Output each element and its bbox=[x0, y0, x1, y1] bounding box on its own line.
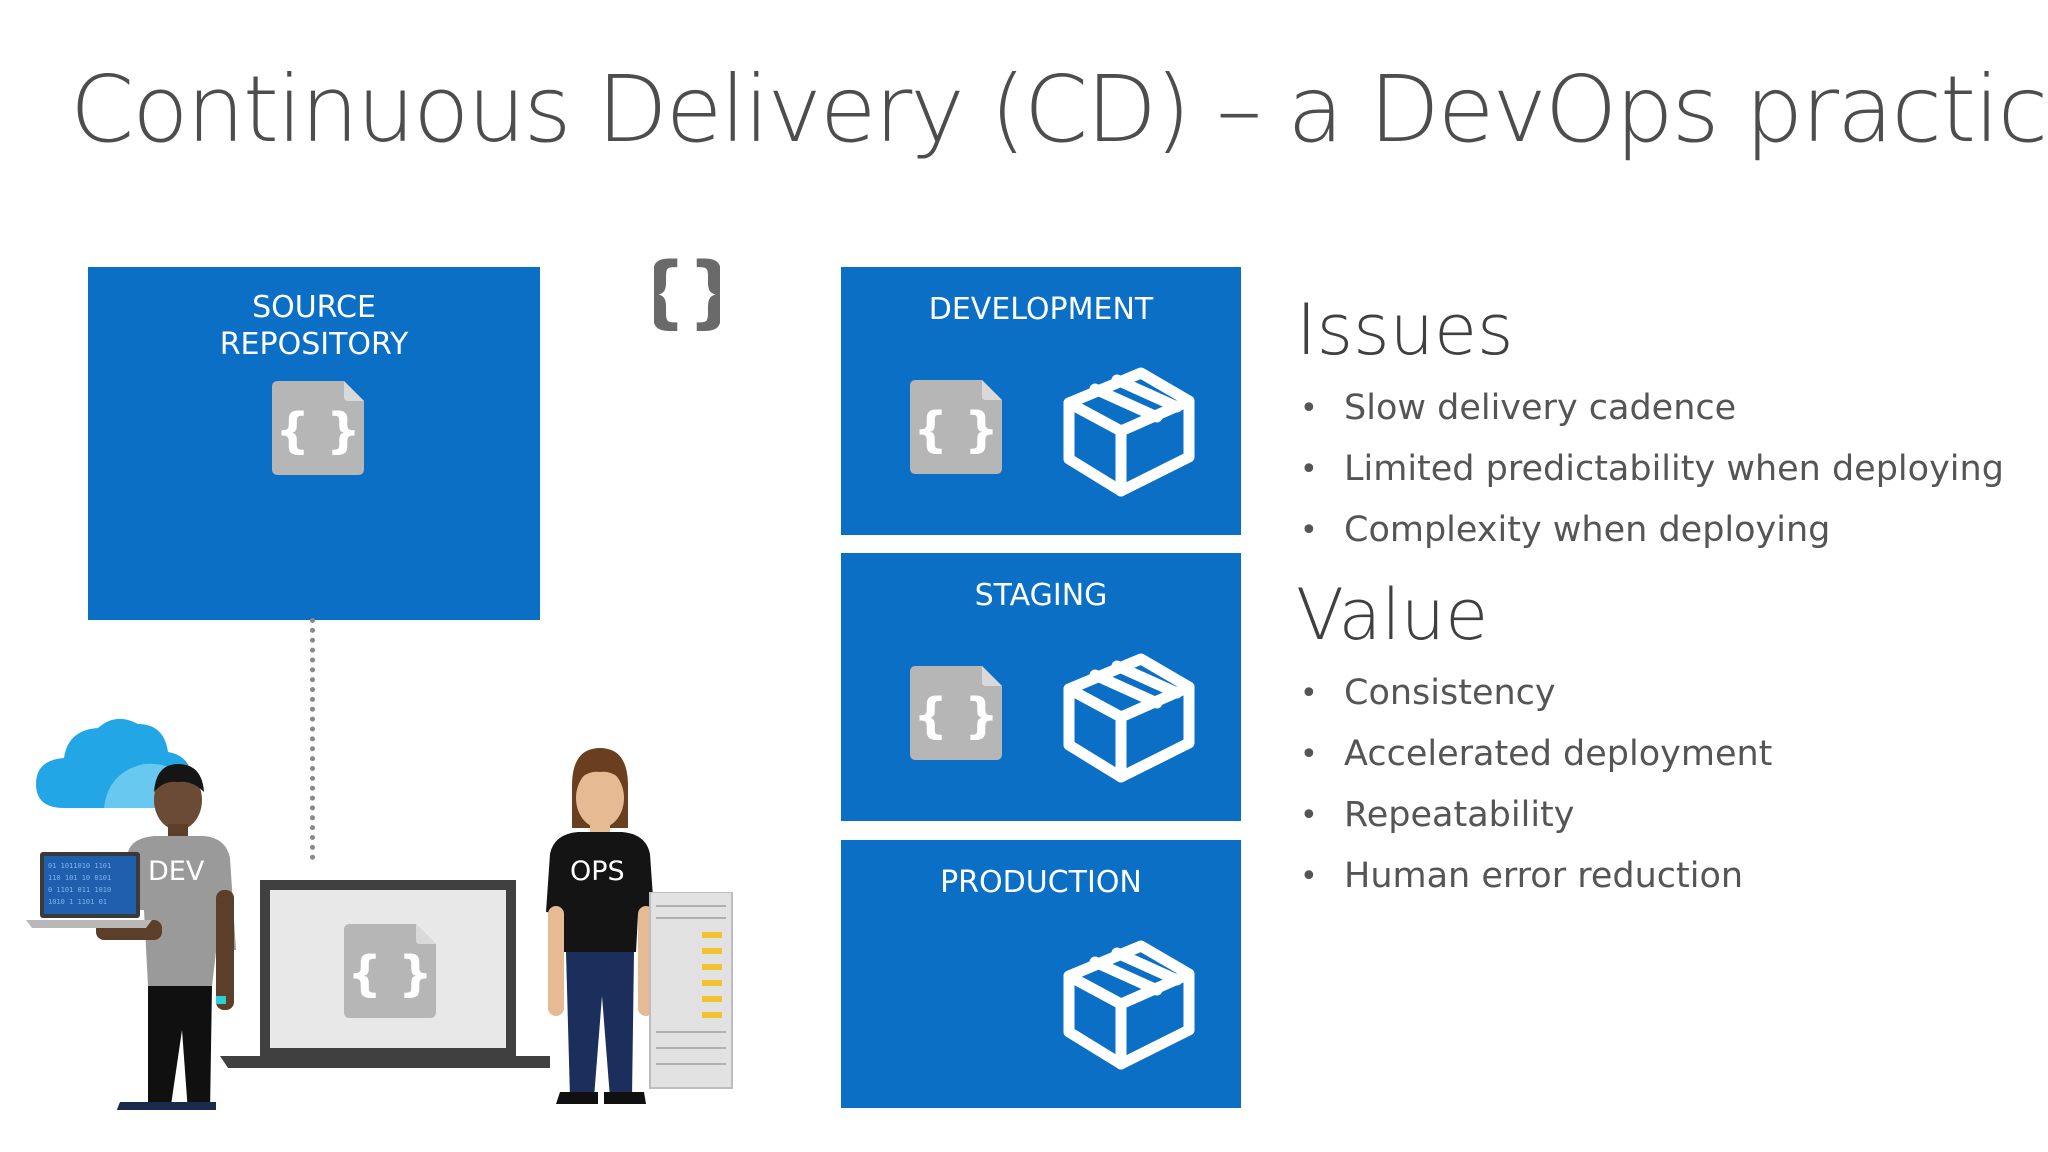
issues-list: Slow delivery cadence Limited predictabi… bbox=[1296, 378, 2016, 561]
production-label: PRODUCTION bbox=[940, 865, 1142, 900]
value-list: Consistency Accelerated deployment Repea… bbox=[1296, 663, 2016, 907]
laptop-icon: 01 1011010 1101 110 101 10 0101 0 1101 0… bbox=[26, 852, 152, 928]
code-file-icon bbox=[272, 381, 364, 475]
staging-label: STAGING bbox=[974, 578, 1108, 613]
production-tile: PRODUCTION bbox=[841, 840, 1241, 1108]
source-repository-label: SOURCE REPOSITORY bbox=[219, 290, 409, 362]
curly-braces-icon: {} bbox=[654, 248, 720, 334]
laptop-code-icon bbox=[220, 880, 550, 1068]
source-repository-tile: SOURCE REPOSITORY bbox=[88, 267, 540, 620]
server-rack-icon bbox=[649, 892, 733, 1089]
svg-text:0 1101 011 1010: 0 1101 011 1010 bbox=[48, 886, 111, 894]
slide-title: Continuous Delivery (CD) – a DevOps prac… bbox=[70, 56, 2048, 163]
list-item: Accelerated deployment bbox=[1296, 724, 2016, 785]
devops-people-illustration: 01 1011010 1101 110 101 10 0101 0 1101 0… bbox=[20, 700, 740, 1110]
package-box-icon bbox=[1059, 647, 1199, 787]
list-item: Consistency bbox=[1296, 663, 2016, 724]
connector-dotted-line bbox=[310, 618, 315, 860]
staging-tile: STAGING bbox=[841, 553, 1241, 821]
dev-shirt-label: DEV bbox=[148, 856, 205, 887]
svg-text:{}: {} bbox=[654, 248, 720, 334]
list-item: Human error reduction bbox=[1296, 846, 2016, 907]
code-file-icon bbox=[910, 666, 1002, 760]
svg-text:01 1011010 1101: 01 1011010 1101 bbox=[48, 862, 111, 870]
ops-shirt-label: OPS bbox=[570, 856, 625, 887]
value-section: Value Consistency Accelerated deployment… bbox=[1296, 575, 2016, 907]
list-item: Repeatability bbox=[1296, 785, 2016, 846]
svg-text:110 101 10 0101: 110 101 10 0101 bbox=[48, 874, 111, 882]
value-heading: Value bbox=[1296, 574, 1489, 656]
svg-text:1010 1 1101 01: 1010 1 1101 01 bbox=[48, 898, 107, 906]
dev-person-illustration bbox=[96, 764, 236, 1110]
development-label: DEVELOPMENT bbox=[928, 292, 1154, 327]
package-box-icon bbox=[1059, 934, 1199, 1074]
list-item: Slow delivery cadence bbox=[1296, 378, 2016, 439]
code-file-icon bbox=[910, 380, 1002, 474]
list-item: Complexity when deploying bbox=[1296, 500, 2016, 561]
package-box-icon bbox=[1059, 361, 1199, 501]
development-tile: DEVELOPMENT bbox=[841, 267, 1241, 535]
list-item: Limited predictability when deploying bbox=[1296, 439, 2016, 500]
issues-section: Issues Slow delivery cadence Limited pre… bbox=[1296, 290, 2016, 561]
issues-heading: Issues bbox=[1296, 289, 1514, 371]
